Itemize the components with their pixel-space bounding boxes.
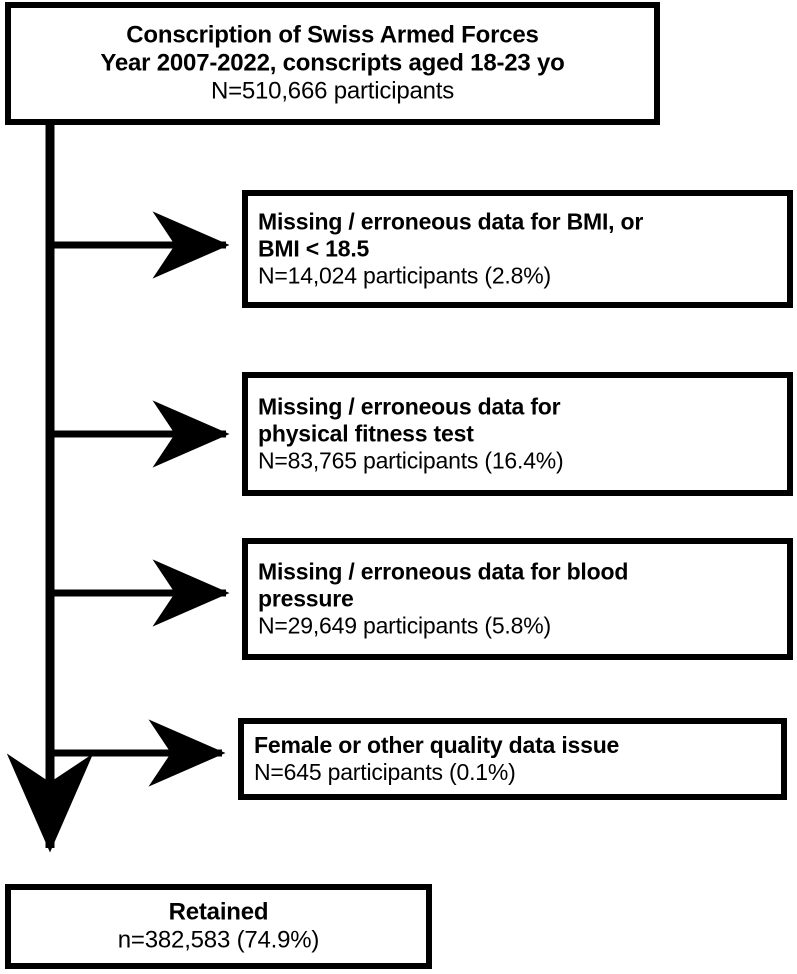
exclusion-box-female-or-quality: Female or other quality data issue N=645…: [238, 718, 787, 800]
source-title-line2: Year 2007-2022, conscripts aged 18-23 yo: [100, 49, 565, 77]
source-population-box: Conscription of Swiss Armed Forces Year …: [5, 2, 660, 125]
exclusion-reason-line2: physical fitness test: [258, 420, 474, 447]
exclusion-reason-line1: Missing / erroneous data for: [258, 393, 561, 420]
exclusion-reason-line1: Missing / erroneous data for BMI, or: [258, 208, 644, 235]
exclusion-count: N=14,024 participants (2.8%): [258, 262, 551, 289]
exclusion-box-bmi: Missing / erroneous data for BMI, or BMI…: [242, 190, 793, 308]
exclusion-count: N=83,765 participants (16.4%): [258, 447, 564, 474]
exclusion-box-fitness-test: Missing / erroneous data for physical fi…: [242, 372, 793, 496]
retained-label: Retained: [168, 898, 269, 926]
exclusion-reason-line1: Missing / erroneous data for blood: [258, 558, 629, 585]
source-title-line1: Conscription of Swiss Armed Forces: [126, 21, 539, 49]
retained-population-box: Retained n=382,583 (74.9%): [5, 884, 432, 969]
exclusion-reason-line1: Female or other quality data issue: [254, 731, 620, 758]
source-count: N=510,666 participants: [210, 77, 455, 105]
exclusion-reason-line2: pressure: [258, 585, 354, 612]
exclusion-count: N=645 participants (0.1%): [254, 759, 516, 785]
exclusion-reason-line2: BMI < 18.5: [258, 235, 370, 262]
retained-count: n=382,583 (74.9%): [117, 926, 320, 954]
exclusion-count: N=29,649 participants (5.8%): [258, 612, 551, 639]
exclusion-box-blood-pressure: Missing / erroneous data for blood press…: [242, 538, 793, 660]
